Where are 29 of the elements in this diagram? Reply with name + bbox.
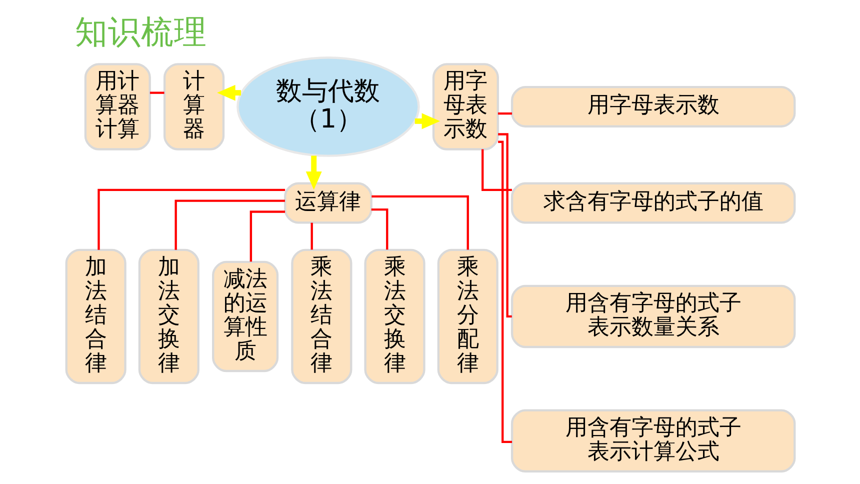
connector: [174, 200, 284, 250]
connector: [497, 112, 512, 115]
node-box: 用含有字母的式子表示计算公式: [510, 409, 796, 472]
node-box: 乘法结合律: [290, 248, 352, 384]
arrow: [305, 156, 322, 190]
connector: [371, 195, 468, 250]
connector: [310, 222, 312, 250]
node-box: 用字母表示数: [510, 86, 796, 128]
node-box: 用字母表示数: [432, 63, 498, 150]
node-box: 求含有字母的式子的值: [510, 182, 796, 224]
arrow: [414, 113, 440, 130]
connector: [498, 140, 512, 444]
connector: [97, 188, 285, 250]
node-box: 计算器: [162, 63, 224, 150]
diagram-title: 知识梳理: [74, 13, 207, 52]
node-box: 用含有字母的式子表示数量关系: [510, 284, 796, 348]
node-box: 加法结合律: [64, 248, 126, 384]
connector: [498, 133, 512, 318]
node-box: 减法的运算性质: [212, 260, 278, 372]
node-box: 加法交换律: [138, 248, 199, 384]
connector: [370, 208, 388, 250]
node-ellipse: 数与代数（1）: [236, 56, 420, 157]
connector: [481, 149, 512, 191]
node-box: 用计算器计算: [84, 63, 150, 150]
node-box: 运算律: [284, 182, 372, 224]
connector: [149, 92, 164, 94]
connector: [249, 210, 285, 262]
node-box: 乘法交换律: [364, 248, 425, 384]
node-box: 乘法分配律: [436, 248, 498, 384]
